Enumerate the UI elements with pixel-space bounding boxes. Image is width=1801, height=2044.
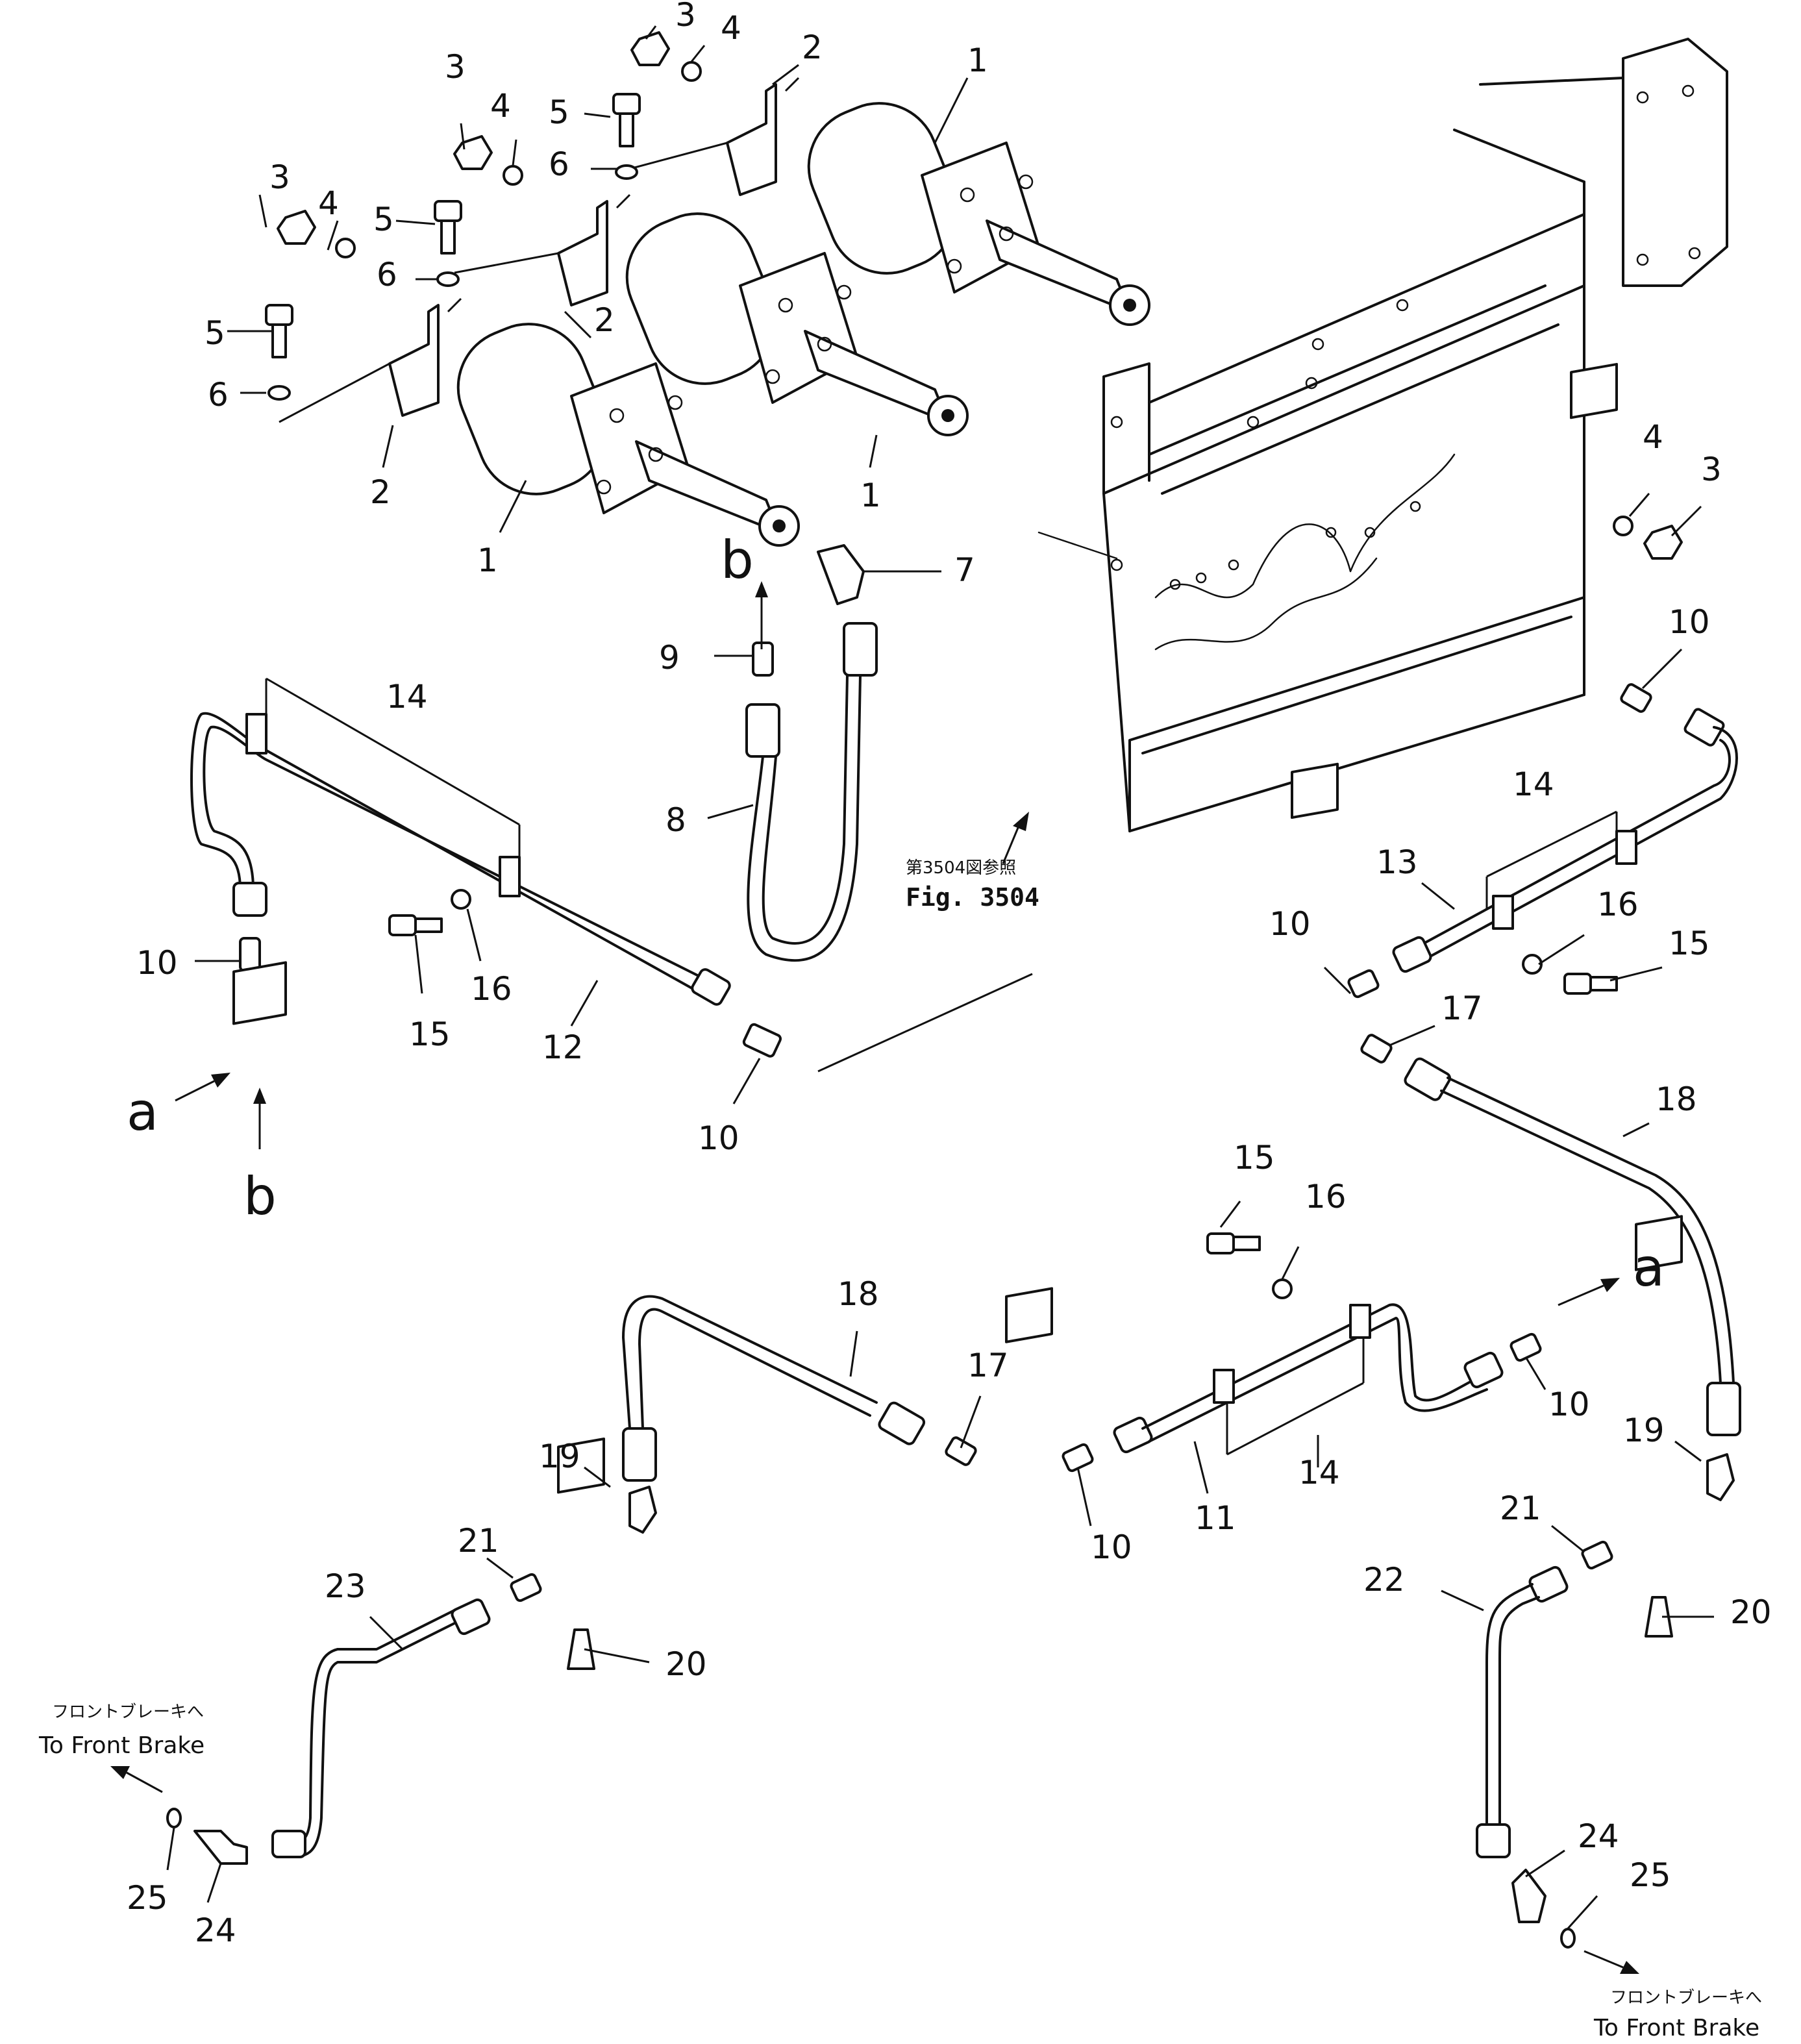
- callout-24: 24: [195, 1912, 236, 1949]
- callout-14: 14: [1298, 1454, 1340, 1491]
- part-callouts: 1 1 1 2 2 2 3 3 3 3 4 4 4 4 5 5 5 6 6 6 …: [127, 0, 1772, 1949]
- direction-arrows: [110, 581, 1639, 1974]
- callout-20: 20: [1730, 1593, 1772, 1631]
- hose-18-right: [1360, 1034, 1741, 1436]
- front-brake-line-left: [166, 1437, 657, 1865]
- brake-pipe-11: [1062, 1232, 1542, 1473]
- brake-booster-rear: [807, 102, 1150, 326]
- callout-10: 10: [1269, 905, 1311, 943]
- callout-4: 4: [318, 184, 339, 222]
- callout-7: 7: [954, 551, 975, 589]
- callout-4: 4: [490, 87, 511, 125]
- brake-pipe-13: [1291, 362, 1738, 999]
- callout-13: 13: [1376, 843, 1418, 881]
- callout-1: 1: [477, 542, 498, 579]
- callout-25: 25: [1630, 1856, 1671, 1894]
- callout-6: 6: [208, 376, 229, 414]
- callout-2: 2: [370, 473, 391, 511]
- brake-booster-middle: [625, 212, 969, 436]
- callout-20: 20: [665, 1645, 707, 1683]
- letter-b-upper: b: [721, 530, 754, 590]
- callout-2: 2: [594, 301, 615, 339]
- callout-16: 16: [471, 970, 512, 1008]
- callout-10: 10: [1091, 1528, 1132, 1566]
- front-brake-jp-right: フロントブレーキへ: [1610, 1988, 1762, 2008]
- front-brake-label-right: フロントブレーキへ To Front Brake: [1593, 1988, 1762, 2041]
- callout-17: 17: [967, 1347, 1009, 1384]
- callout-19: 19: [539, 1438, 580, 1475]
- callout-23: 23: [325, 1567, 366, 1605]
- callout-17: 17: [1441, 990, 1483, 1027]
- callout-3: 3: [269, 158, 290, 196]
- callout-25: 25: [127, 1879, 168, 1917]
- callout-21: 21: [1500, 1489, 1541, 1527]
- front-brake-en-right: To Front Brake: [1593, 2015, 1759, 2041]
- callout-10: 10: [1548, 1386, 1590, 1423]
- callout-15: 15: [1669, 925, 1710, 962]
- callout-3: 3: [445, 48, 466, 86]
- callout-10: 10: [136, 944, 178, 982]
- callout-10: 10: [698, 1119, 739, 1157]
- callout-8: 8: [665, 801, 686, 839]
- brake-booster-front: [456, 323, 800, 547]
- leader-lines: [166, 25, 1714, 1930]
- callout-11: 11: [1195, 1499, 1236, 1537]
- callout-22: 22: [1363, 1561, 1405, 1599]
- letter-b-lower: b: [243, 1166, 277, 1227]
- front-brake-label-left: フロントブレーキへ To Front Brake: [38, 1702, 205, 1759]
- frame-structure: [1037, 38, 1728, 832]
- callout-19: 19: [1623, 1412, 1665, 1449]
- front-brake-jp-left: フロントブレーキへ: [52, 1702, 204, 1722]
- callout-4: 4: [721, 9, 741, 47]
- callout-18: 18: [838, 1275, 879, 1313]
- letter-a-left: a: [127, 1082, 158, 1142]
- callout-15: 15: [409, 1016, 451, 1053]
- callout-10: 10: [1669, 603, 1710, 641]
- figure-reference: 第3504図参照 Fig. 3504: [906, 858, 1039, 912]
- callout-5: 5: [205, 314, 225, 352]
- callout-14: 14: [386, 678, 428, 716]
- callout-24: 24: [1578, 1817, 1619, 1855]
- callout-6: 6: [377, 256, 397, 293]
- hose-18-left: [622, 1287, 1053, 1482]
- callout-3: 3: [675, 0, 696, 34]
- letter-a-right: a: [1633, 1238, 1665, 1298]
- callout-4: 4: [1643, 418, 1663, 456]
- callout-16: 16: [1597, 886, 1639, 923]
- callout-5: 5: [549, 93, 569, 131]
- callout-16: 16: [1305, 1178, 1347, 1215]
- booster-brackets: [279, 77, 800, 423]
- brake-pipe-12: [190, 677, 1033, 1073]
- fasteners: [265, 31, 1683, 560]
- callout-6: 6: [549, 145, 569, 183]
- fig-ref-jp: 第3504図参照: [906, 858, 1016, 878]
- front-brake-en-left: To Front Brake: [38, 1732, 205, 1759]
- callout-18: 18: [1656, 1080, 1697, 1118]
- callout-15: 15: [1234, 1139, 1275, 1177]
- callout-21: 21: [458, 1522, 499, 1560]
- connection-letters: b a b a: [127, 530, 1665, 1298]
- callout-9: 9: [659, 639, 680, 677]
- callout-3: 3: [1701, 451, 1722, 488]
- callout-12: 12: [542, 1028, 584, 1066]
- fig-ref-en: Fig. 3504: [906, 883, 1039, 912]
- callout-2: 2: [802, 29, 823, 66]
- callout-14: 14: [1513, 766, 1554, 803]
- front-brake-line-right: [1476, 1215, 1735, 1949]
- hose-assembly-8: [745, 544, 878, 962]
- callout-5: 5: [373, 201, 394, 238]
- callout-1: 1: [860, 477, 881, 514]
- callout-1: 1: [967, 42, 988, 79]
